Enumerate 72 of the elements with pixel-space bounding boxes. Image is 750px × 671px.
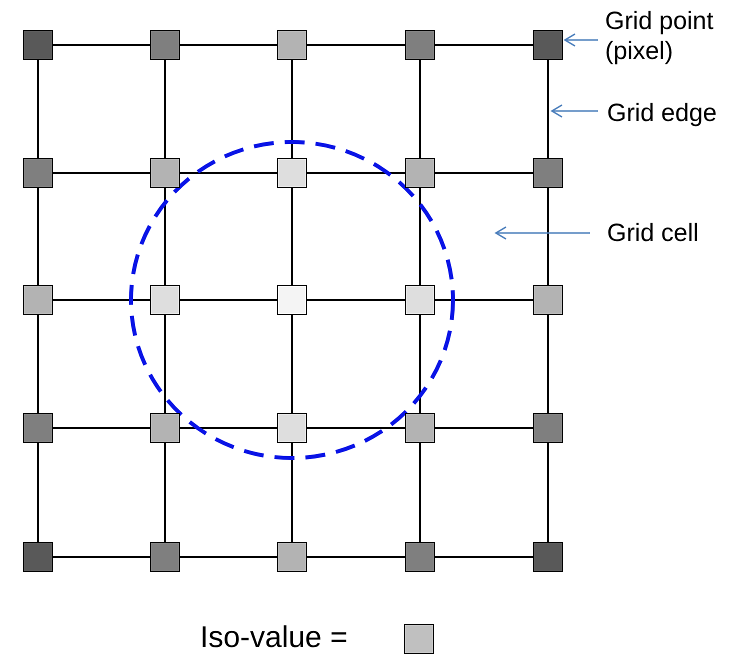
pixel-square [277,30,307,60]
grid-line [53,44,150,46]
callout-text: Grid edge [607,98,747,128]
grid-line [435,172,533,174]
pixel-square [150,158,180,188]
leader-arrow [551,104,598,118]
grid-line [291,443,293,542]
grid-line [37,60,39,158]
grid-line [307,44,405,46]
pixel-square [277,158,307,188]
grid-line [307,427,405,429]
grid-line [307,172,405,174]
pixel-square [23,158,53,188]
leader-arrow [495,226,590,240]
pixel-square [405,30,435,60]
pixel-square [150,542,180,572]
pixel-square [533,542,563,572]
pixel-square [150,30,180,60]
grid-line [435,556,533,558]
grid-line [53,556,150,558]
grid-line [164,60,166,158]
grid-line [291,315,293,413]
grid-line [180,427,277,429]
grid-line [180,299,277,301]
grid-line [419,315,421,413]
pixel-square [277,542,307,572]
pixel-square [533,285,563,315]
grid-line [53,427,150,429]
grid-line [419,443,421,542]
grid-line [291,188,293,285]
grid-line [164,443,166,542]
pixel-square [405,413,435,443]
grid-line [180,172,277,174]
legend-text: Iso-value = [200,620,348,656]
grid-line [53,299,150,301]
callout-text: Grid point (pixel) [605,6,745,66]
grid-line [435,44,533,46]
grid-line [291,60,293,158]
grid-line [307,299,405,301]
pixel-square [150,285,180,315]
grid-line [547,60,549,158]
grid-line [435,427,533,429]
pixel-square [23,413,53,443]
pixel-square [23,542,53,572]
callout-text: Grid cell [607,218,747,248]
pixel-square [405,158,435,188]
grid-line [164,315,166,413]
pixel-square [533,158,563,188]
grid-line [419,60,421,158]
grid-line [37,443,39,542]
pixel-square [23,285,53,315]
grid-line [547,315,549,413]
pixel-square [533,413,563,443]
grid-line [180,44,277,46]
leader-arrow [564,33,598,47]
grid-line [547,443,549,542]
grid-line [37,188,39,285]
grid-line [435,299,533,301]
pixel-square [150,413,180,443]
grid-line [164,188,166,285]
grid-line [419,188,421,285]
pixel-square [277,285,307,315]
grid-line [53,172,150,174]
grid-line [180,556,277,558]
grid-line [37,315,39,413]
grid-line [547,188,549,285]
grid-line [307,556,405,558]
pixel-square [405,285,435,315]
pixel-square [405,542,435,572]
pixel-square [23,30,53,60]
pixel-square [277,413,307,443]
pixel-square [533,30,563,60]
